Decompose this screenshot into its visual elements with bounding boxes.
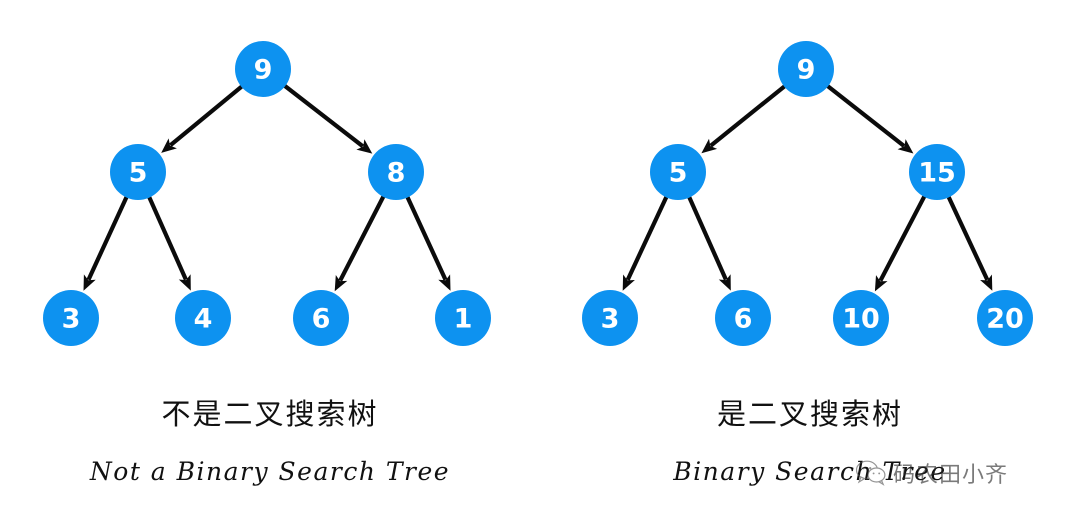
- tree-node-4[interactable]: 4: [175, 290, 231, 346]
- caption-english-right: Binary Search Tree: [673, 457, 947, 486]
- caption-chinese-right: 是二叉搜索树: [716, 397, 903, 431]
- tree-node-label: 10: [842, 304, 880, 335]
- tree-node-9[interactable]: 9: [778, 41, 834, 97]
- tree-node-5[interactable]: 5: [110, 144, 166, 200]
- tree-edge: [83, 193, 130, 291]
- tree-node-label: 1: [454, 304, 473, 335]
- tree-edge: [404, 193, 451, 291]
- tree-node-1[interactable]: 1: [435, 290, 491, 346]
- tree-edge: [281, 82, 373, 154]
- tree-edge: [146, 193, 191, 291]
- tree-edge: [824, 82, 914, 154]
- tree-edge: [945, 193, 993, 291]
- tree-node-3[interactable]: 3: [43, 290, 99, 346]
- tree-node-6[interactable]: 6: [293, 290, 349, 346]
- tree-edge: [686, 193, 731, 291]
- tree-node-5[interactable]: 5: [650, 144, 706, 200]
- tree-node-15[interactable]: 15: [909, 144, 965, 200]
- tree-node-3[interactable]: 3: [582, 290, 638, 346]
- tree-edge: [161, 83, 246, 153]
- tree-node-label: 4: [194, 304, 213, 335]
- tree-node-label: 20: [986, 304, 1024, 335]
- tree-graphic-is-a-bst: 9 5 15 3 6 10 20: [582, 41, 1033, 346]
- tree-node-label: 6: [312, 304, 331, 335]
- tree-node-8[interactable]: 8: [368, 144, 424, 200]
- tree-node-label: 15: [918, 158, 956, 189]
- caption-chinese-left: 不是二叉搜索树: [161, 397, 379, 431]
- tree-edge: [701, 83, 788, 154]
- tree-node-label: 9: [254, 55, 273, 86]
- tree-edge: [622, 193, 670, 291]
- tree-node-label: 9: [797, 55, 816, 86]
- tree-node-10[interactable]: 10: [833, 290, 889, 346]
- tree-figure-is-a-bst: 9 5 15 3 6 10 20 是二叉搜索树 Binary Search Tree: [540, 0, 1080, 525]
- tree-edge: [334, 193, 387, 292]
- tree-node-label: 5: [129, 158, 148, 189]
- tree-node-label: 5: [669, 158, 688, 189]
- tree-figure-not-a-bst: 9 5 8 3 4 6 1 不是二叉搜索树 Not a Binary Search Tree: [43, 41, 491, 486]
- caption-english-left: Not a Binary Search Tree: [89, 457, 451, 486]
- tree-node-label: 3: [62, 304, 81, 335]
- tree-node-label: 3: [601, 304, 620, 335]
- tree-graphic-not-a-bst: 9 5 8 3 4 6 1: [43, 41, 491, 346]
- tree-node-label: 8: [387, 158, 406, 189]
- tree-node-label: 6: [734, 304, 753, 335]
- tree-edge: [874, 193, 928, 292]
- tree-node-9[interactable]: 9: [235, 41, 291, 97]
- tree-node-6[interactable]: 6: [715, 290, 771, 346]
- tree-node-20[interactable]: 20: [977, 290, 1033, 346]
